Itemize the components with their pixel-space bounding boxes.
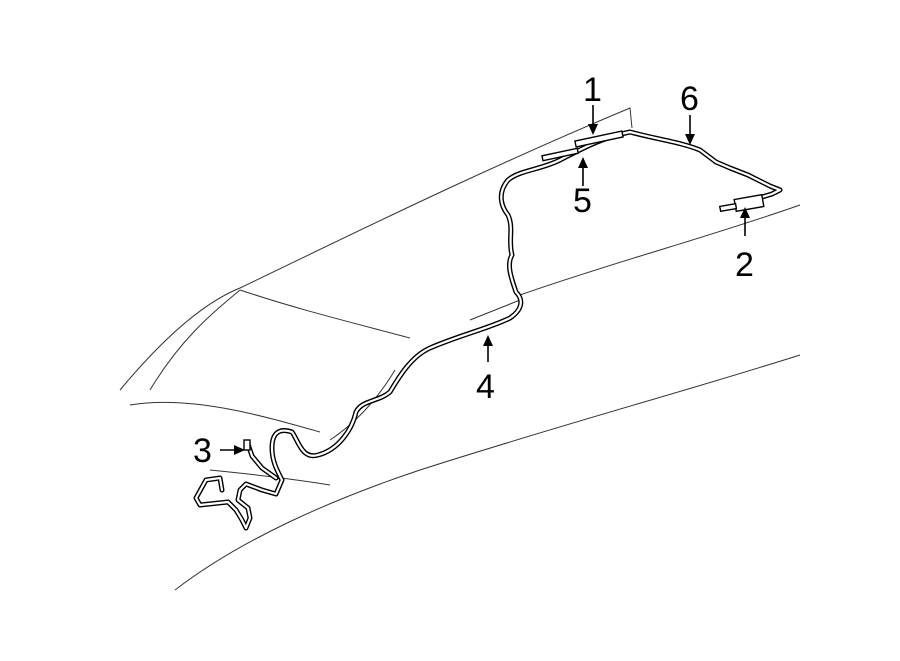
callout-1: 1 xyxy=(583,71,602,109)
amplifier-connector xyxy=(718,202,738,213)
antenna-connector-part-5 xyxy=(541,147,580,162)
callout-3: 3 xyxy=(193,432,212,470)
cable-end-plug xyxy=(243,439,251,451)
callout-4: 4 xyxy=(476,368,495,406)
callout-6: 6 xyxy=(680,80,699,118)
callout-2: 2 xyxy=(735,246,754,284)
windshield-header-line xyxy=(239,289,411,339)
cowl-line xyxy=(129,401,321,433)
roof-panel-line xyxy=(519,204,801,296)
hood-line xyxy=(174,354,801,591)
arrowhead-4 xyxy=(483,335,493,346)
arrowhead-1 xyxy=(588,124,598,135)
arrowhead-5 xyxy=(578,157,588,168)
antenna-module-part-1 xyxy=(574,130,624,148)
cable-main-outline xyxy=(193,129,783,531)
cable-end-connector-part-3 xyxy=(243,439,251,451)
vehicle-body-outline xyxy=(119,107,801,591)
roof-side-line xyxy=(469,299,521,321)
connector-body xyxy=(541,147,580,162)
antenna-cable xyxy=(193,129,783,531)
a-pillar-line xyxy=(329,369,396,441)
leader-lines xyxy=(220,105,750,455)
arrowhead-2 xyxy=(740,207,750,218)
cable-main-inner xyxy=(194,130,782,530)
arrowhead-3 xyxy=(234,445,245,455)
roof-inner-edge xyxy=(149,289,241,391)
amplifier-body xyxy=(733,193,765,213)
amplifier-part-2 xyxy=(718,193,765,213)
arrowhead-6 xyxy=(685,134,695,145)
roof-outer-edge xyxy=(119,107,633,391)
antenna-module-body xyxy=(574,130,624,148)
callout-5: 5 xyxy=(573,182,592,220)
